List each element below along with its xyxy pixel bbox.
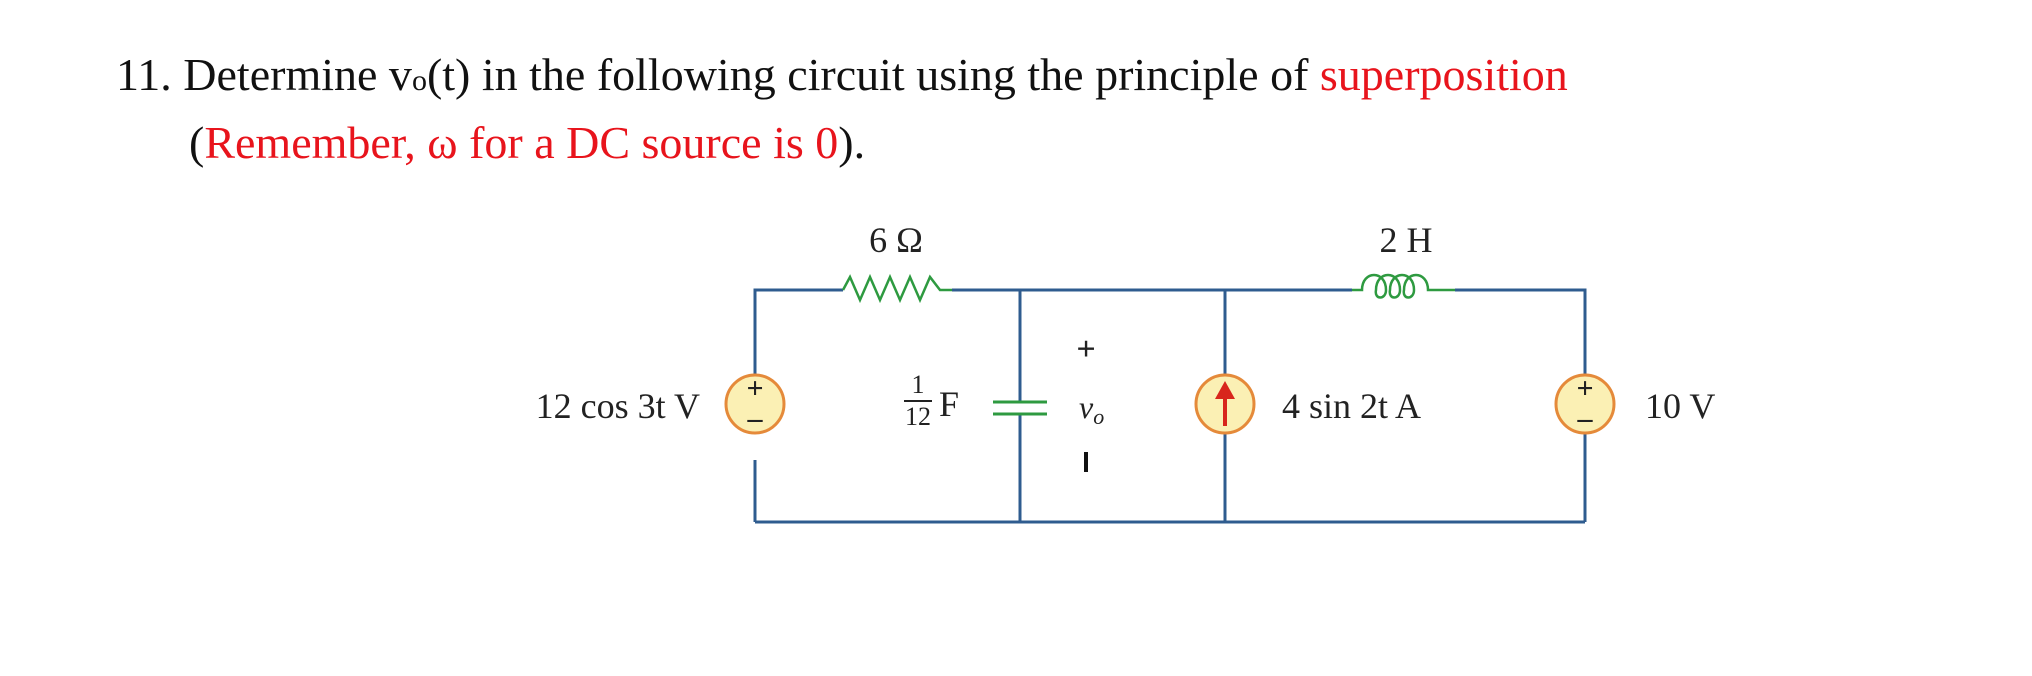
problem-line-1: 11. Determine vo(t) in the following cir… xyxy=(116,44,1568,112)
voltage-source-1-plus: + xyxy=(746,372,763,405)
problem-subscript: o xyxy=(411,64,427,97)
problem-number: 11. xyxy=(116,49,172,100)
voltage-source-1-minus: – xyxy=(747,402,764,435)
resistor-symbol xyxy=(841,273,952,304)
paren-open: ( xyxy=(189,117,205,168)
capacitor-label: 1 12 F xyxy=(904,370,959,431)
capacitor-unit: F xyxy=(939,384,959,424)
current-source xyxy=(1194,373,1256,435)
vo-polarity: + vo xyxy=(1076,331,1104,472)
problem-line-2: (Remember, ω for a DC source is 0). xyxy=(116,112,1568,174)
current-source-label: 4 sin 2t A xyxy=(1282,386,1421,426)
vo-plus: + xyxy=(1076,331,1095,368)
problem-text-2: (t) in the following circuit using the p… xyxy=(426,49,1320,100)
wires xyxy=(753,288,1587,524)
problem-text-1: Determine v xyxy=(183,49,412,100)
capacitor-denominator: 12 xyxy=(905,402,931,431)
capacitor-symbol xyxy=(993,400,1047,416)
problem-highlight-superposition: superposition xyxy=(1319,49,1568,100)
voltage-source-1-label: 12 cos 3t V xyxy=(536,386,700,426)
voltage-source-1: + – xyxy=(724,372,786,435)
voltage-source-2-plus: + xyxy=(1576,372,1593,405)
wire-right-top xyxy=(1455,288,1587,374)
problem-statement: 11. Determine vo(t) in the following cir… xyxy=(116,44,1568,174)
problem-highlight-remember: Remember, ω for a DC source is 0 xyxy=(204,117,839,168)
inductor-label: 2 H xyxy=(1380,220,1433,260)
capacitor-numerator: 1 xyxy=(912,370,925,399)
inductor-symbol xyxy=(1352,273,1455,299)
voltage-source-2-label: 10 V xyxy=(1645,386,1715,426)
voltage-source-2: + – xyxy=(1554,372,1616,435)
current-arrow-icon xyxy=(1215,381,1235,399)
voltage-source-2-minus: – xyxy=(1577,402,1594,435)
vo-label: vo xyxy=(1079,389,1104,429)
paren-close: ). xyxy=(838,117,866,168)
resistor-label: 6 Ω xyxy=(869,220,923,260)
